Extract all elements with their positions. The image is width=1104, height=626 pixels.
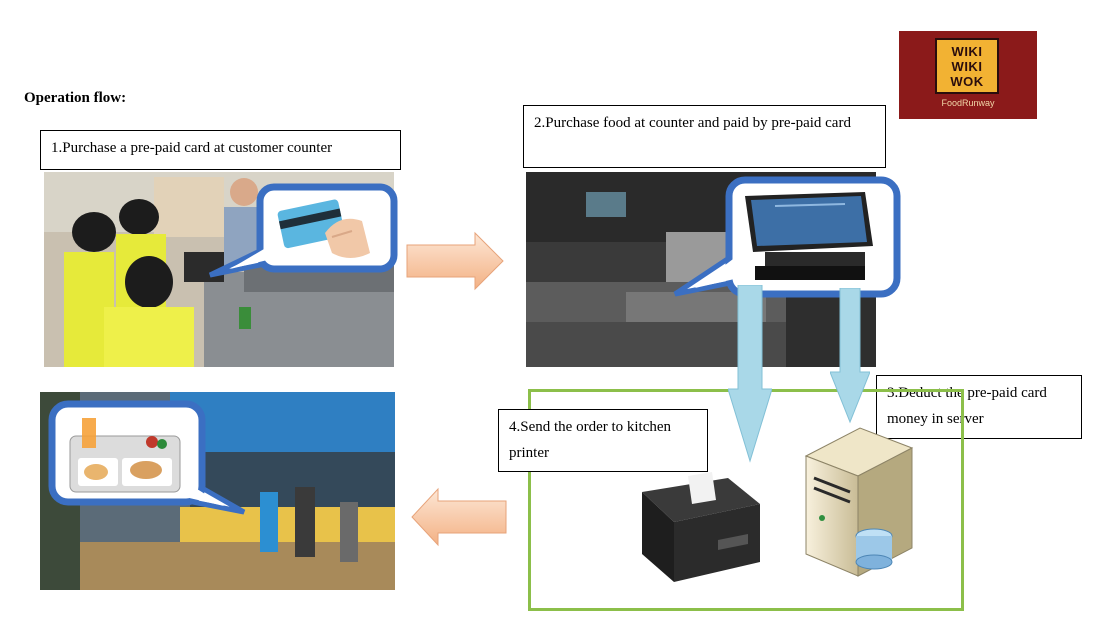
arrow-right	[405, 231, 505, 291]
prepaid-card-in-hand-icon	[270, 193, 380, 263]
photo-food-court	[40, 392, 395, 590]
kitchen-printer-icon	[628, 470, 768, 588]
logo-line-2: WIKI	[951, 58, 983, 74]
pos-terminal-icon	[735, 186, 885, 284]
server-icon	[800, 426, 916, 578]
logo-line-3: WOK	[950, 73, 984, 89]
page-title: Operation flow:	[24, 90, 127, 106]
arrow-left	[410, 487, 508, 547]
arrow-down-to-server	[829, 287, 871, 424]
logo-line-1: WIKI	[951, 43, 983, 59]
step-1-box: 1.Purchase a pre-paid card at customer c…	[40, 130, 401, 170]
food-tray-icon	[62, 410, 186, 494]
arrow-down-to-printer	[727, 284, 773, 463]
logo-tagline: FoodRunway	[941, 98, 995, 108]
step-4-box: 4.Send the order to kitchen printer	[498, 409, 708, 472]
step-2-box: 2.Purchase food at counter and paid by p…	[523, 105, 886, 168]
wiki-wiki-wok-logo: WIKI WIKI WOK FoodRunway	[899, 31, 1037, 119]
